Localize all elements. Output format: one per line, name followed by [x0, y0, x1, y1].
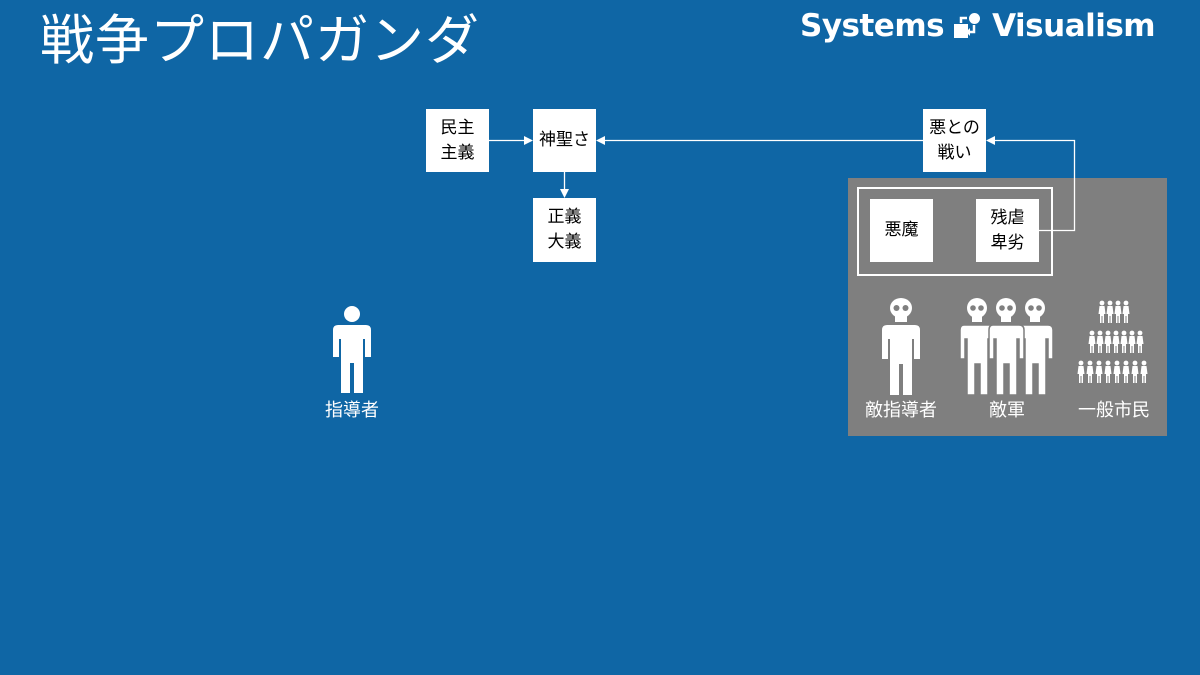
brand-text-systems: Systems [800, 8, 945, 44]
box-justice: 正義 大義 [533, 198, 596, 262]
label-enemy-army: 敵軍 [989, 400, 1025, 421]
box-sanctity-label: 神聖さ [539, 130, 590, 150]
label-enemy-leader: 敵指導者 [865, 400, 937, 421]
enemy-army-skulls-icon [959, 297, 1054, 395]
box-democracy-label: 民主 主義 [440, 117, 475, 163]
leader-person-icon [333, 306, 371, 393]
box-democracy: 民主 主義 [426, 109, 489, 172]
enemy-leader-skull-person-icon [882, 298, 920, 395]
box-devil: 悪魔 [870, 199, 933, 262]
arrow-cruelty-to-fight-evil [993, 139, 1076, 232]
box-fight-evil: 悪との 戦い [923, 109, 986, 172]
enemy-attributes-frame [857, 187, 1053, 276]
page-title: 戦争プロパガンダ [40, 9, 480, 72]
box-devil-label: 悪魔 [884, 220, 919, 240]
box-cruelty: 残虐 卑劣 [976, 199, 1039, 262]
label-leader: 指導者 [325, 400, 379, 421]
brand-logo: Systems Visualism [800, 6, 1156, 46]
box-fight-evil-label: 悪との 戦い [929, 117, 980, 163]
label-civilians: 一般市民 [1078, 400, 1150, 421]
systems-visualism-logo-icon [954, 13, 981, 38]
box-sanctity: 神聖さ [533, 109, 596, 172]
box-cruelty-label: 残虐 卑劣 [990, 207, 1025, 253]
brand-text-visualism: Visualism [992, 8, 1156, 44]
box-justice-label: 正義 大義 [547, 207, 582, 252]
civilians-crowd-icon [1077, 300, 1148, 383]
